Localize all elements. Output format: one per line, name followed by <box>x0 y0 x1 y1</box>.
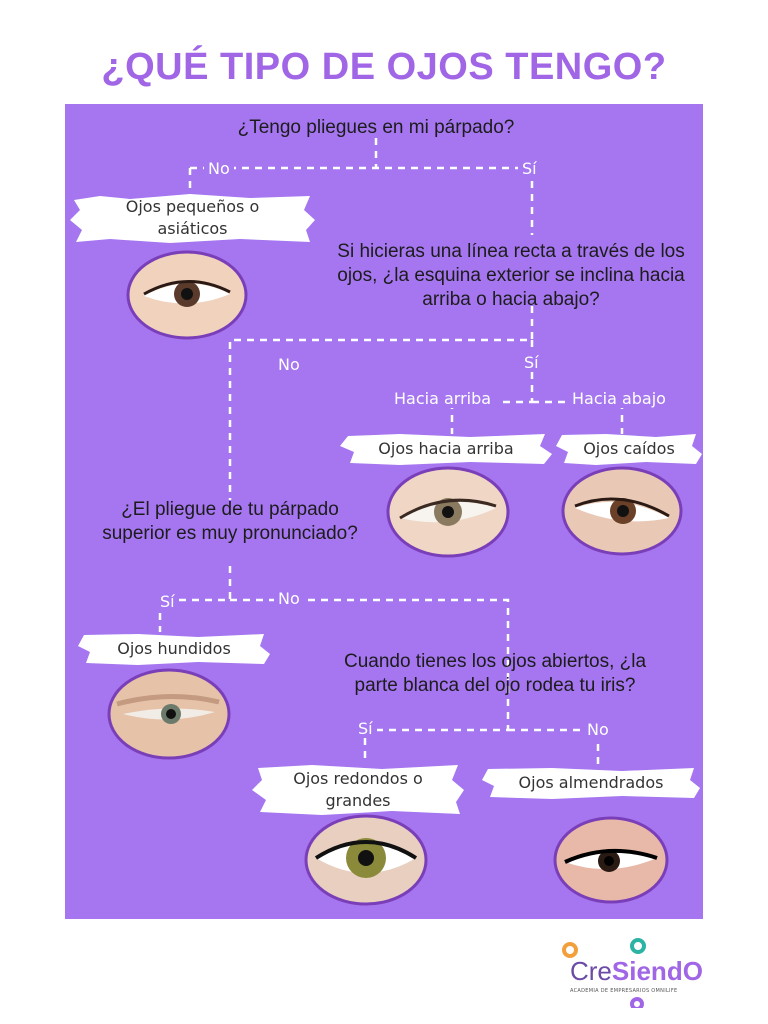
result-card-round: Ojos redondos o grandes <box>252 762 464 818</box>
label-q4-si: Sí <box>354 719 377 738</box>
eye-photo-round <box>304 814 428 906</box>
label-q2-si: Sí <box>520 353 543 372</box>
label-q2-no: No <box>274 355 304 374</box>
result-almond: Ojos almendrados <box>518 773 664 793</box>
result-asian: Ojos pequeños o asiáticos <box>125 197 260 238</box>
label-up: Hacia arriba <box>390 389 496 408</box>
result-card-hooded: Ojos hundidos <box>78 632 270 666</box>
logo-ring-icon <box>630 997 644 1008</box>
question-3: ¿El pliegue de tu párpado superior es mu… <box>102 499 358 544</box>
result-upturned: Ojos hacia arriba <box>378 439 514 459</box>
result-downturned: Ojos caídos <box>583 439 675 459</box>
question-4: Cuando tienes los ojos abiertos, ¿la par… <box>343 651 647 696</box>
label-down: Hacia abajo <box>568 389 670 408</box>
result-card-downturned: Ojos caídos <box>556 432 702 466</box>
question-2: Si hicieras una línea recta a través de … <box>337 241 685 310</box>
result-card-upturned: Ojos hacia arriba <box>340 432 552 466</box>
eye-photo-downturned <box>561 466 683 556</box>
label-q3-no: No <box>274 589 304 608</box>
brand-logo: CreSiendO ACADEMIA DE EMPRESARIOS OMNILI… <box>560 938 710 1008</box>
label-q1-no: No <box>204 159 234 178</box>
logo-ring-icon <box>562 942 578 958</box>
label-q1-si: Sí <box>518 159 541 178</box>
eye-photo-upturned <box>386 466 510 558</box>
eye-photo-asian <box>126 250 248 340</box>
result-hooded: Ojos hundidos <box>117 639 231 659</box>
label-q4-no: No <box>583 720 613 739</box>
logo-subtitle: ACADEMIA DE EMPRESARIOS OMNILIFE <box>570 988 678 994</box>
result-round: Ojos redondos o grandes <box>293 769 423 810</box>
logo-wordmark: CreSiendO <box>570 956 703 986</box>
label-q3-si: Sí <box>156 592 179 611</box>
page-title: ¿QUÉ TIPO DE OJOS TENGO? <box>101 46 667 88</box>
eye-photo-hooded <box>107 668 231 760</box>
logo-ring-icon <box>630 938 646 954</box>
eye-photo-almond <box>553 816 669 904</box>
result-card-almond: Ojos almendrados <box>482 766 700 800</box>
question-1: ¿Tengo pliegues en mi párpado? <box>237 117 515 138</box>
result-card-asian: Ojos pequeños o asiáticos <box>70 190 315 246</box>
